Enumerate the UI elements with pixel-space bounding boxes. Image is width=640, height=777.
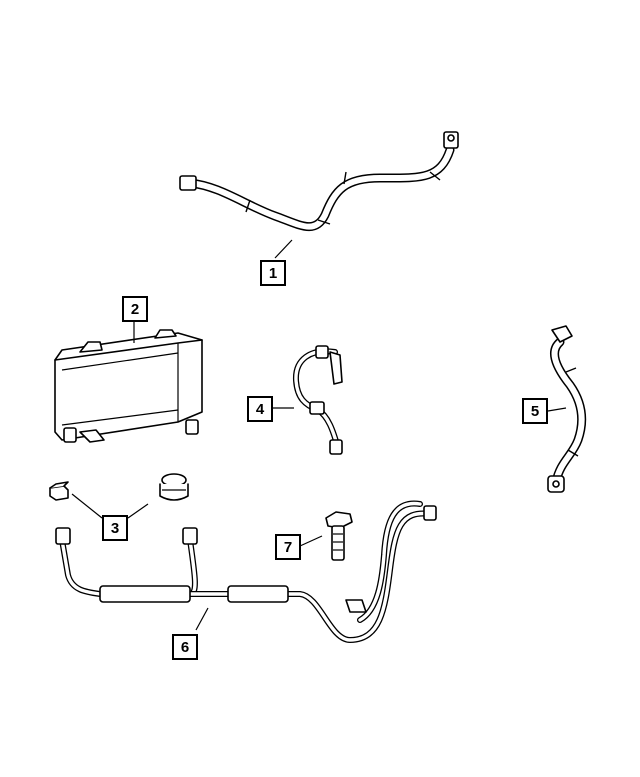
leader-lines <box>71 239 567 631</box>
part-1-hose <box>179 131 459 232</box>
callout-2: 2 <box>122 296 148 322</box>
leader-3b <box>127 503 149 519</box>
leader-6 <box>195 607 209 631</box>
part-2-cooler <box>54 329 203 443</box>
part-6-tube-assembly <box>55 500 437 643</box>
part-5-hose <box>547 325 587 493</box>
callout-6: 6 <box>172 634 198 660</box>
leader-7 <box>299 535 323 547</box>
leader-1 <box>274 239 293 259</box>
part-3-plugs <box>49 473 189 501</box>
callout-4: 4 <box>247 396 273 422</box>
leader-3a <box>71 493 103 519</box>
callout-5: 5 <box>522 398 548 424</box>
callout-7: 7 <box>275 534 301 560</box>
leader-5 <box>547 407 567 412</box>
part-4-hose <box>292 345 343 455</box>
callout-1: 1 <box>260 260 286 286</box>
callout-3: 3 <box>102 515 128 541</box>
part-7-bolt <box>325 511 353 561</box>
